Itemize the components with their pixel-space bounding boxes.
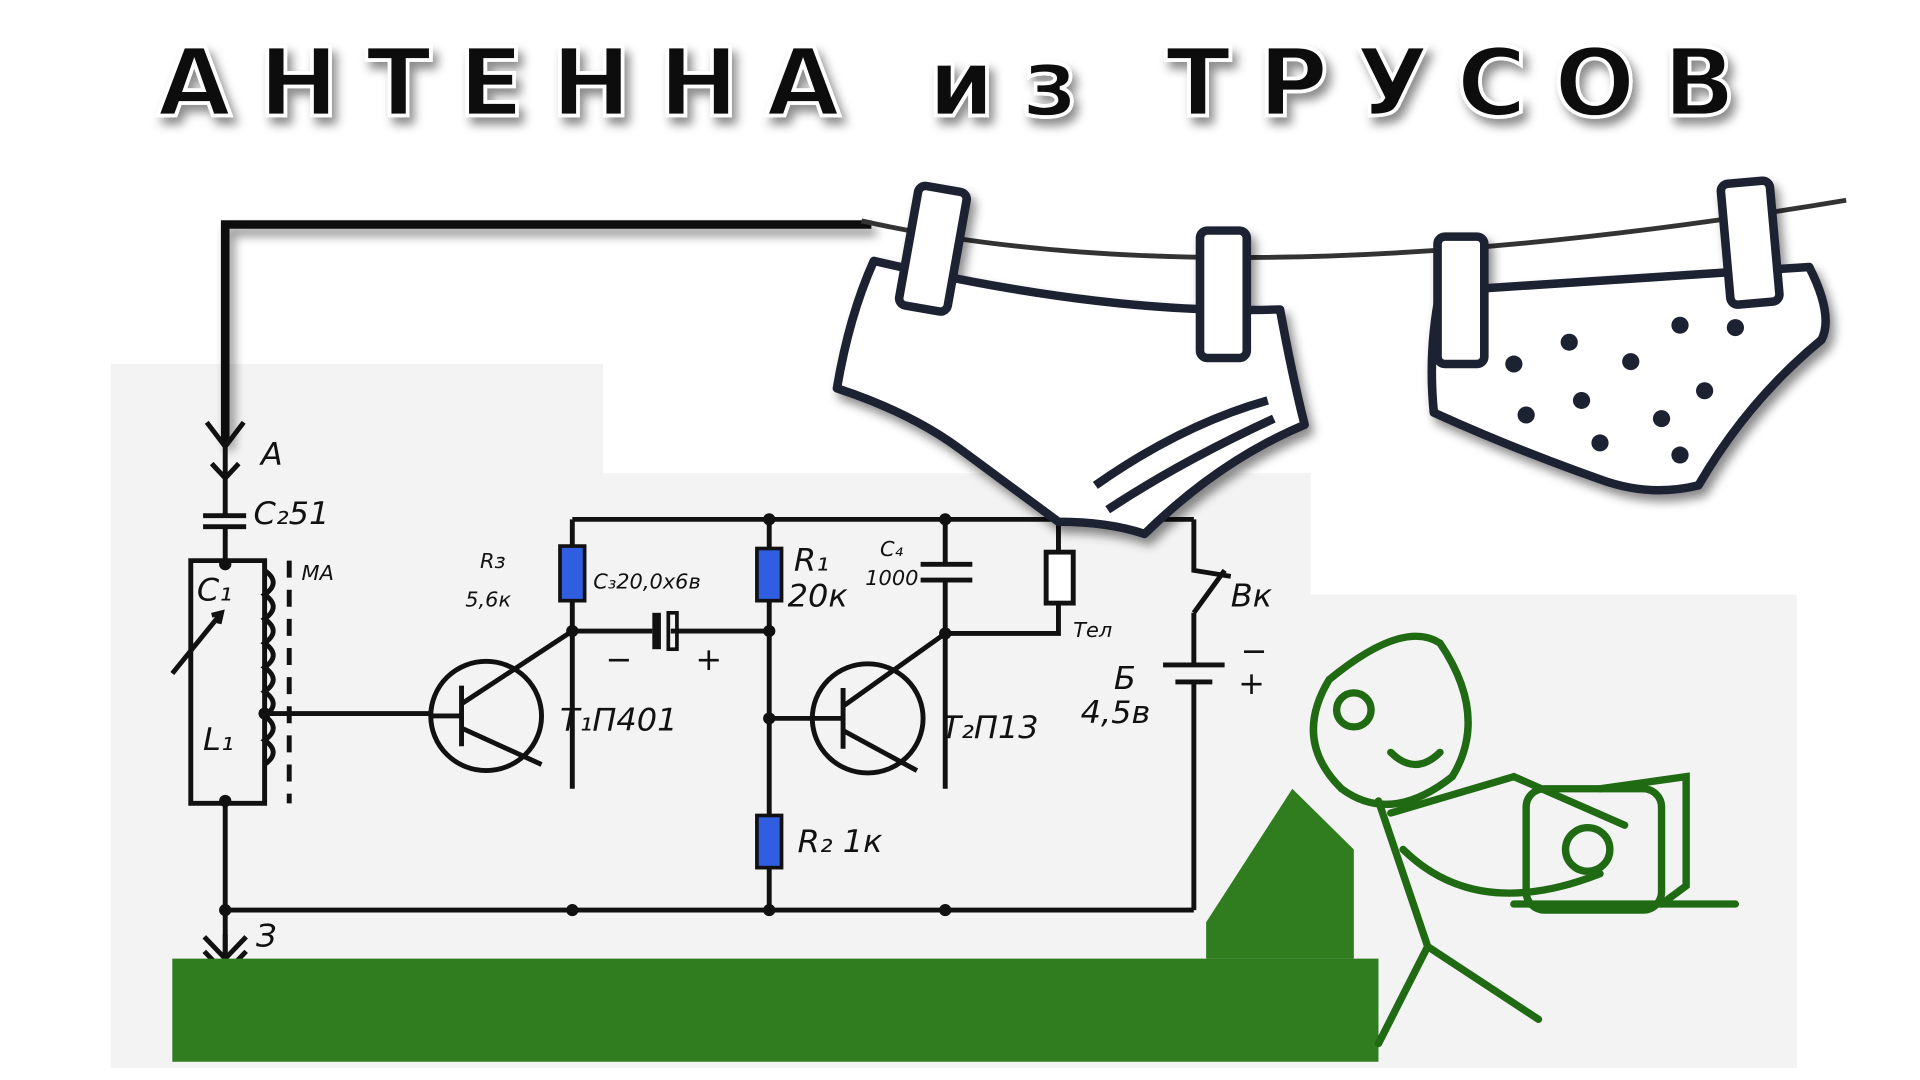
- label-minus: −: [606, 642, 633, 678]
- label-r2: R₂ 1к: [798, 824, 883, 860]
- antenna-arrow-icon: [204, 420, 246, 516]
- label-c4-name: C₄: [880, 537, 904, 561]
- label-c1: C₁: [197, 573, 232, 609]
- resistor-r1: [755, 546, 784, 603]
- label-c3: C₃20,0x6в: [593, 570, 701, 594]
- label-battery-name: Б: [1114, 661, 1136, 697]
- label-r3-name: Rз: [480, 549, 506, 573]
- resistor-r2: [755, 813, 784, 870]
- circuit: [170, 513, 1232, 998]
- label-battery-plus: +: [1238, 666, 1265, 702]
- bed: [172, 958, 1379, 1062]
- label-ma: MA: [302, 561, 334, 585]
- resistor-r3: [558, 544, 587, 603]
- label-switch: Вк: [1231, 579, 1272, 615]
- listener-figure: [1309, 632, 1740, 1048]
- white-briefs: [832, 181, 1309, 539]
- title: АНТЕННА из ТРУСОВ: [157, 29, 1763, 138]
- label-tel: Тел: [1073, 618, 1112, 642]
- clothesline: [860, 197, 1847, 260]
- paper-background: [110, 364, 1797, 1068]
- label-r1-name: R₁: [794, 543, 829, 579]
- label-antenna: A: [259, 437, 283, 473]
- label-c2: C₂51: [254, 496, 330, 532]
- label-c4-value: 1000: [865, 566, 918, 590]
- bed-headboard: [1206, 788, 1354, 959]
- label-t2: T₂П13: [942, 710, 1039, 746]
- label-r3-value: 5,6к: [465, 588, 511, 612]
- label-battery-value: 4,5в: [1081, 695, 1151, 731]
- label-l1: L₁: [203, 722, 234, 758]
- label-battery-minus: −: [1241, 634, 1268, 670]
- label-t1: T₁П401: [560, 703, 677, 739]
- label-plus: +: [695, 642, 722, 678]
- label-r1-value: 20к: [788, 579, 848, 615]
- polka-dot-briefs: [1427, 176, 1830, 495]
- antenna-wire: [220, 220, 872, 443]
- label-ground: З: [256, 919, 277, 955]
